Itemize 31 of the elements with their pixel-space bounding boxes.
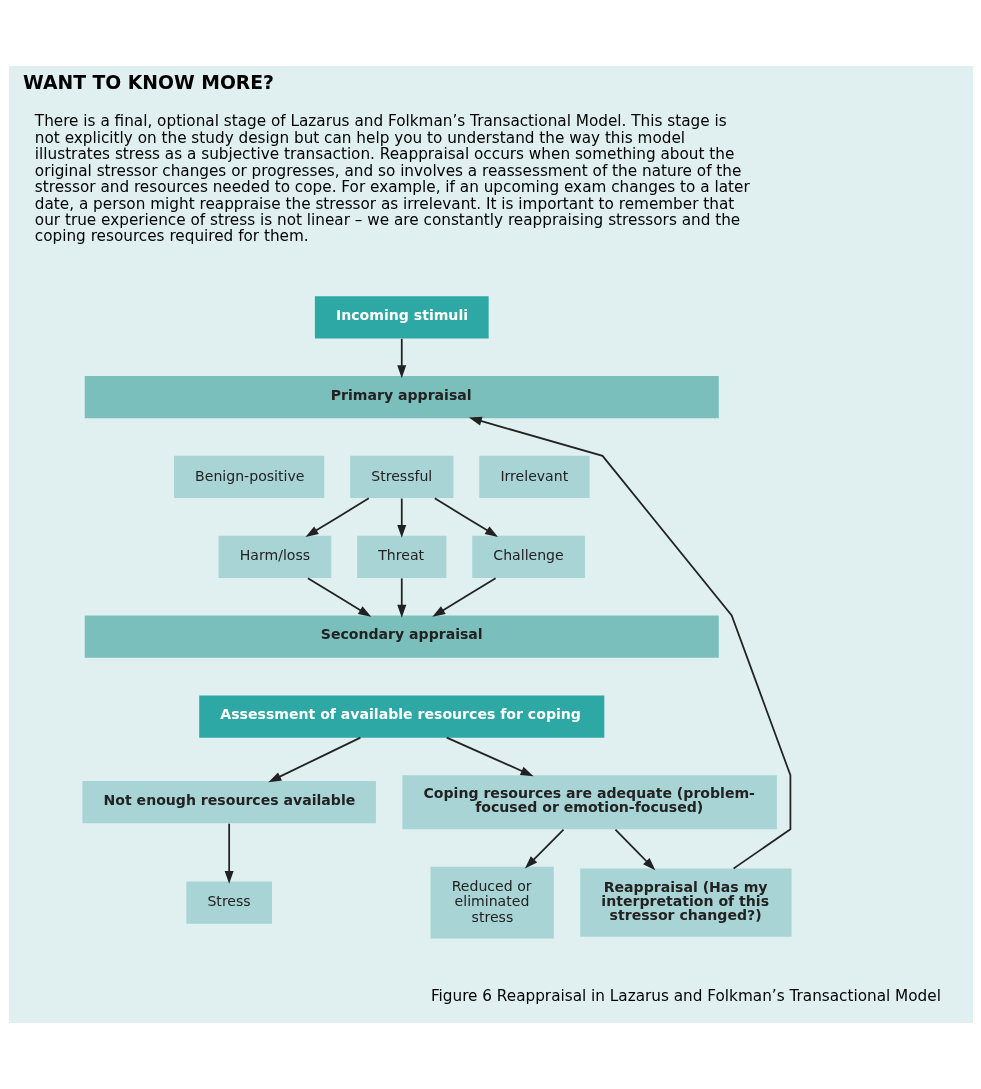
arrow (614, 828, 655, 871)
node-box: Not enough resources available (81, 781, 376, 824)
arrow (396, 337, 406, 379)
label: There is a final, optional stage of Lazarus and Folkman’s Transactional Model. This stage is not explicitly on the study design but can help you to understand the way this model illustrates stress as a subjective transaction. Reappraisal occurs when something about the original stressor changes or progresses, and so involves a reassessment of the nature of the stressor and resources needed to cope. For example, if an upcoming exam changes to a later date, a person might reappraise the stressor as irrelevant. It is important to remember that our true experience of stress is not linear – we are constantly reappraising stressors and the coping resources required for them. (34, 112, 750, 246)
arrow (396, 577, 406, 618)
node-box: Harm/loss (218, 535, 331, 578)
node-box: Assessment of available resources for coping (198, 695, 604, 738)
arrow (445, 736, 534, 777)
node-box: Threat (356, 535, 446, 578)
arrow (267, 736, 361, 783)
node-box: Secondary appraisal (84, 615, 719, 658)
caption: Figure 6 Reappraisal in Lazarus and Folkman’s Transactional Model (430, 987, 941, 1006)
node-box: Challenge (471, 535, 585, 578)
arrow (396, 497, 406, 538)
node-box: Irrelevant (478, 455, 590, 499)
node-box: Stressful (349, 455, 453, 499)
arrow (305, 497, 370, 537)
arrow (224, 822, 234, 884)
diagram-title: WANT TO KNOW MORE? (22, 72, 274, 94)
arrow (524, 828, 564, 869)
node-box: Reappraisal (Has my interpretation of this stressor changed?) (579, 868, 792, 937)
node-box: Primary appraisal (84, 376, 719, 419)
node-box: Benign-positive (173, 455, 324, 499)
node-box: Reduced or eliminated stress (430, 866, 554, 939)
arrow (433, 497, 498, 537)
arrow (306, 577, 371, 617)
node-box: Stress (185, 881, 272, 924)
node-box: Coping resources are adequate (problem-focused or emotion-focused) (401, 775, 777, 830)
arrow (468, 416, 791, 870)
node-box: Incoming stimuli (314, 296, 489, 339)
arrow (431, 577, 496, 617)
